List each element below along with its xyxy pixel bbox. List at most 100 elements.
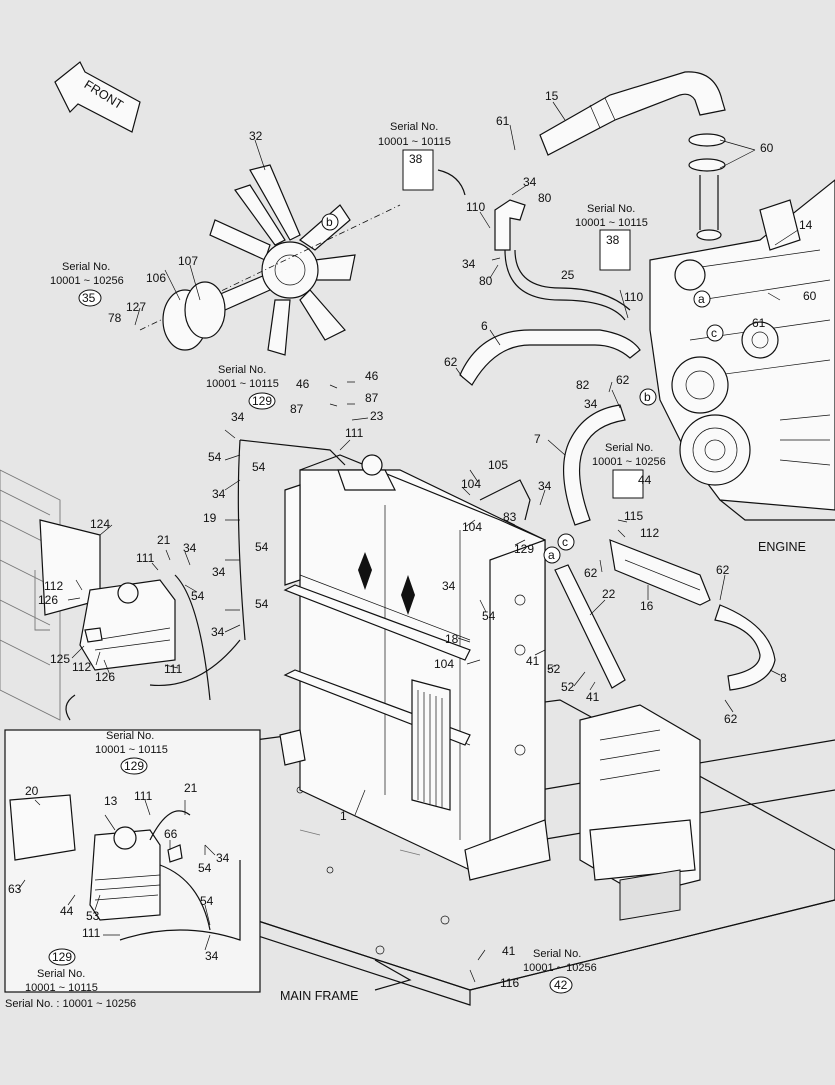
front-arrow: FRONT	[54, 61, 141, 133]
svg-text:10001 ~ 10256: 10001 ~ 10256	[592, 456, 666, 468]
part-125: 125	[50, 652, 70, 666]
part-112: 112	[640, 526, 659, 540]
part-87: 87	[290, 402, 304, 416]
svg-text:Serial No.: Serial No.	[390, 121, 438, 133]
part-54: 54	[255, 540, 269, 554]
part-107: 107	[178, 254, 198, 268]
part-41: 41	[502, 944, 516, 958]
part-54: 54	[208, 450, 222, 464]
part-115: 115	[624, 509, 643, 523]
part-62: 62	[716, 563, 730, 577]
part-6: 6	[481, 319, 488, 333]
part-1: 1	[340, 809, 347, 823]
svg-text:10001 ~ 10115: 10001 ~ 10115	[25, 982, 98, 994]
part-21: 21	[157, 533, 171, 547]
part-62: 62	[724, 712, 738, 726]
footer-labels: MAIN FRAME Serial No. : 10001 ~ 10256	[5, 989, 358, 1010]
part-7: 7	[534, 432, 541, 446]
svg-text:b: b	[326, 215, 333, 229]
svg-text:Serial No.: Serial No.	[533, 948, 581, 960]
part-54: 54	[191, 589, 205, 603]
inset-serial-top: Serial No. 10001 ~ 10115 129	[95, 730, 168, 775]
part-46: 46	[365, 369, 379, 383]
part-82: 82	[576, 378, 590, 392]
part-111: 111	[345, 426, 364, 440]
svg-text:Serial No.: Serial No.	[62, 261, 110, 273]
svg-text:10001 ~ 10115: 10001 ~ 10115	[206, 378, 279, 390]
svg-text:10001 ~ 10115: 10001 ~ 10115	[95, 744, 168, 756]
part-46: 46	[296, 377, 310, 391]
leader-lines	[17, 101, 799, 983]
serial-note-42: Serial No. 10001 ~ 10256 42	[523, 948, 597, 994]
part-34: 34	[523, 175, 537, 189]
svg-text:129: 129	[252, 394, 272, 408]
svg-text:Serial No.: Serial No.	[37, 968, 85, 980]
part-87: 87	[365, 391, 379, 405]
inset-part-66: 66	[164, 827, 178, 841]
part-62: 62	[616, 373, 630, 387]
part-32: 32	[249, 129, 263, 143]
part-14: 14	[799, 218, 813, 232]
part-25: 25	[561, 268, 575, 282]
callout-markers: b a c b a c	[321, 213, 724, 564]
part-110: 110	[624, 290, 643, 304]
part-104: 104	[461, 477, 481, 491]
part-126: 126	[95, 670, 115, 684]
inset-part-54: 54	[200, 894, 214, 908]
part-111: 111	[164, 662, 183, 676]
serial-note-38-top: Serial No. 10001 ~ 10115 38	[378, 121, 466, 196]
part-52: 52	[561, 680, 575, 694]
part-62: 62	[444, 355, 458, 369]
part-111: 111	[136, 551, 155, 565]
svg-text:129: 129	[124, 759, 144, 773]
part-61: 61	[496, 114, 510, 128]
inset-part-53: 53	[86, 909, 100, 923]
svg-text:Serial No. : 10001 ~ 10256: Serial No. : 10001 ~ 10256	[5, 998, 136, 1010]
serial-note-35: Serial No. 10001 ~ 10256 35	[50, 261, 124, 307]
part-54: 54	[482, 609, 496, 623]
svg-text:10001 ~ 10115: 10001 ~ 10115	[378, 136, 451, 148]
svg-text:a: a	[548, 548, 555, 562]
part-80: 80	[479, 274, 493, 288]
part-60: 60	[760, 141, 774, 155]
part-129: 129	[514, 542, 534, 556]
svg-text:ENGINE: ENGINE	[758, 540, 806, 554]
inset-part-44: 44	[60, 904, 74, 918]
part-62: 62	[584, 566, 598, 580]
part-16: 16	[640, 599, 654, 613]
hoses	[149, 71, 776, 701]
part-80: 80	[538, 191, 552, 205]
part-112: 112	[44, 579, 63, 593]
radiator	[279, 454, 551, 881]
part-83: 83	[503, 510, 517, 524]
part-34: 34	[231, 410, 245, 424]
part-126: 126	[38, 593, 58, 607]
svg-text:Serial No.: Serial No.	[106, 730, 154, 742]
part-127: 127	[126, 300, 146, 314]
svg-text:Serial No.: Serial No.	[605, 442, 653, 454]
part-34: 34	[584, 397, 598, 411]
part-110: 110	[466, 200, 485, 214]
part-106: 106	[146, 271, 166, 285]
part-34: 34	[212, 487, 226, 501]
part-34: 34	[462, 257, 476, 271]
part-15: 15	[545, 89, 559, 103]
svg-text:a: a	[698, 292, 705, 306]
part-numbers: 15 61 60 34 80 110 14 60 61 25 110 34 80…	[38, 89, 817, 990]
svg-text:38: 38	[409, 152, 423, 166]
part-34: 34	[211, 625, 225, 639]
svg-text:c: c	[711, 326, 717, 340]
inset-part-numbers: 20 13 111 21 66 54 34 63 44 53 54 111 34	[8, 781, 230, 963]
inset-part-13: 13	[104, 794, 118, 808]
part-23: 23	[370, 409, 384, 423]
engine: ENGINE	[649, 179, 835, 554]
inset-part-54: 54	[198, 861, 212, 875]
coolant-reservoir	[34, 519, 176, 671]
main-frame	[0, 469, 835, 1006]
part-116: 116	[500, 976, 519, 990]
part-34: 34	[442, 579, 456, 593]
inset-part-63: 63	[8, 882, 22, 896]
svg-text:Serial No.: Serial No.	[587, 203, 635, 215]
svg-text:129: 129	[52, 950, 72, 964]
